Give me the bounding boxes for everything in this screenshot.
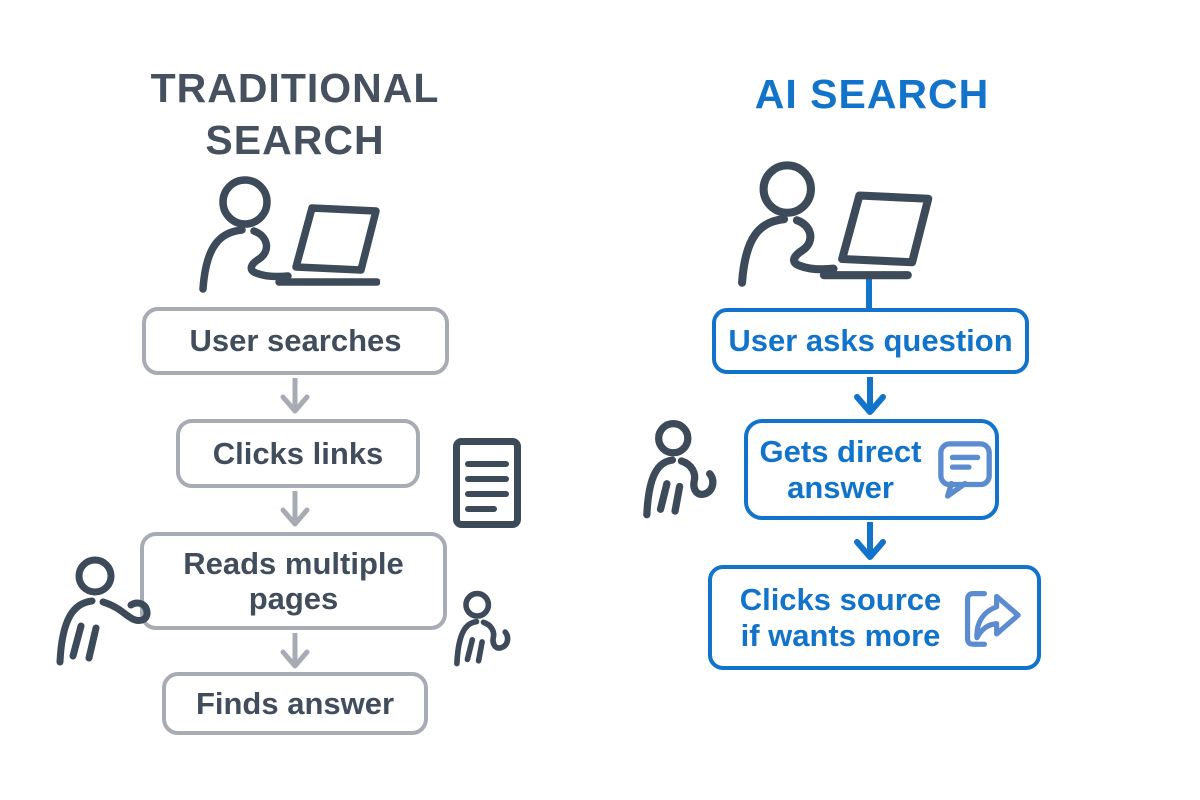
flow-node-label: Clicks links [212, 435, 384, 471]
arrow-down-icon [278, 491, 312, 533]
flow-node-label: Gets direct answer [759, 434, 922, 505]
flow-node-gets-direct-answer: Gets direct answer [744, 419, 999, 520]
connector-line [866, 276, 872, 312]
flow-node-user-asks-question: User asks question [712, 308, 1029, 374]
arrow-down-icon [278, 378, 312, 420]
arrow-down-icon [852, 522, 888, 566]
document-icon [452, 437, 522, 529]
person-waving-icon [636, 420, 736, 522]
flow-node-clicks-source: Clicks source if wants more [708, 565, 1041, 670]
flow-node-label: User searches [189, 323, 402, 359]
share-arrow-icon [961, 587, 1021, 649]
flow-node-clicks-links: Clicks links [176, 419, 420, 488]
flow-node-label: Reads multiple pages [183, 545, 404, 616]
flow-node-label: Finds answer [195, 685, 395, 721]
person-at-laptop-icon [733, 160, 933, 287]
person-pointing-icon [52, 556, 157, 669]
flow-node-label: User asks question [728, 323, 1013, 359]
flow-node-user-searches: User searches [142, 307, 449, 375]
traditional-search-title: TRADITIONAL SEARCH [150, 65, 440, 164]
person-at-laptop-icon [195, 175, 380, 293]
arrow-down-icon [852, 377, 888, 421]
speech-bubble-icon [937, 440, 995, 500]
flow-node-label: Clicks source if wants more [739, 582, 942, 653]
flow-node-finds-answer: Finds answer [162, 672, 428, 735]
flow-node-reads-multiple-pages: Reads multiple pages [140, 532, 447, 630]
arrow-down-icon [278, 633, 312, 675]
person-waving-icon [452, 590, 522, 670]
ai-search-title: AI SEARCH [754, 71, 990, 117]
